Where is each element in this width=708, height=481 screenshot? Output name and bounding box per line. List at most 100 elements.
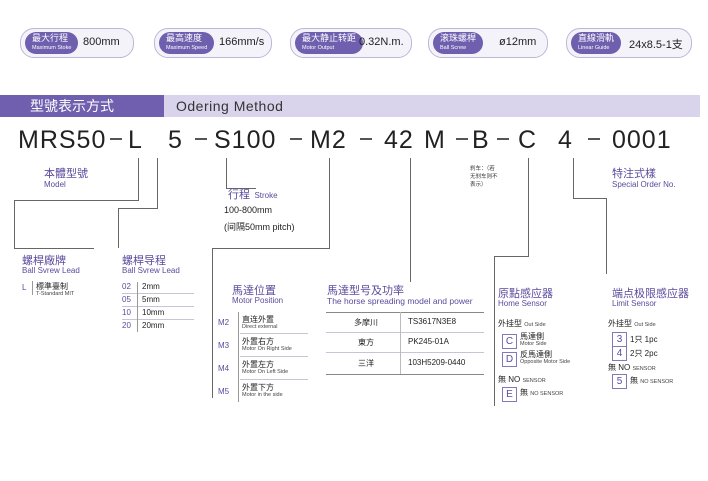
limit-title-en: Limit Sensor bbox=[612, 299, 657, 308]
home-ext: 外挂型 Out Side bbox=[498, 318, 546, 329]
limit-none-en: SENSOR bbox=[632, 366, 656, 372]
motor-model: 103H5209-0440 bbox=[408, 358, 466, 367]
limit-label: 2只 2pc bbox=[630, 349, 658, 358]
stroke-heading: 行程 Stroke bbox=[228, 185, 278, 203]
motor-model-table: 多摩川 TS3617N3E8 東方 PK245-01A 三洋 103H5209-… bbox=[326, 312, 484, 378]
model-title: 本體型號 bbox=[44, 168, 88, 180]
connector-line bbox=[410, 158, 411, 282]
row-divider bbox=[122, 293, 194, 294]
home-code: C bbox=[502, 334, 517, 349]
limit-five-en: NO SENSOR bbox=[640, 379, 674, 385]
row-divider bbox=[240, 356, 308, 357]
limit-five-cn: 無 bbox=[630, 376, 638, 385]
motor-pos-title-en: Motor Position bbox=[232, 296, 284, 305]
pos-label-en: Direct external bbox=[242, 324, 278, 330]
motor-pos-table: M2 直连外置 Direct external M3 外置右方 Motor On… bbox=[218, 312, 310, 408]
home-none-en: SENSOR bbox=[522, 378, 546, 384]
connector-line bbox=[157, 158, 158, 208]
connector-line bbox=[329, 158, 330, 248]
stroke-note: (间隔50mm pitch) bbox=[224, 222, 295, 232]
code-dash bbox=[360, 138, 372, 140]
spec-value: 166mm/s bbox=[219, 36, 265, 48]
spec-label-en: Maximum Speed bbox=[166, 45, 208, 51]
brake-note-line: 无刹车则不 bbox=[470, 174, 498, 180]
code-home: C bbox=[518, 126, 538, 154]
home-e-label: 無 NO SENSOR bbox=[520, 387, 563, 398]
stroke-range: 100-800mm bbox=[224, 205, 273, 215]
brake-note: 刹车：（若 无刹车则不 表示） bbox=[470, 165, 498, 189]
lead-code: 05 bbox=[122, 295, 131, 304]
home-code: E bbox=[502, 387, 517, 402]
spec-label-en: Motor Output bbox=[302, 45, 335, 51]
code-dash bbox=[588, 138, 600, 140]
code-motor: 42 bbox=[384, 126, 414, 154]
spec-value: ø12mm bbox=[499, 36, 537, 48]
spec-label: 最大行程 bbox=[32, 33, 69, 43]
spec-label-en: Ball Screw bbox=[440, 45, 466, 51]
limit-code: 3 bbox=[612, 332, 627, 347]
spec-label: 滚珠螺桿 bbox=[440, 33, 477, 43]
special-title-en: Special Order No. bbox=[612, 180, 676, 189]
home-ext-cn: 外挂型 bbox=[498, 319, 522, 328]
code-brake: B bbox=[472, 126, 490, 154]
spec-ball-screw: 滚珠螺桿 Ball Screw ø12mm bbox=[428, 28, 548, 58]
code-lead: 5 bbox=[168, 126, 183, 154]
home-title: 原點感应器 bbox=[498, 288, 553, 300]
code-dash bbox=[195, 138, 207, 140]
row-divider bbox=[122, 319, 194, 320]
motor-pos-title: 馬達位置 bbox=[232, 285, 276, 297]
code-motor-pos: M2 bbox=[310, 126, 347, 154]
divider bbox=[32, 281, 33, 295]
home-e-en: NO SENSOR bbox=[530, 391, 564, 397]
screw-brand-label: 標準臺制 bbox=[36, 282, 68, 291]
motor-brand: 多摩川 bbox=[354, 318, 378, 327]
code-dash bbox=[290, 138, 302, 140]
connector-line bbox=[226, 158, 227, 188]
limit-code: 4 bbox=[612, 346, 627, 361]
section-title-en: Odering Method bbox=[176, 98, 284, 114]
divider bbox=[137, 282, 138, 332]
limit-table: 外挂型 Out Side 3 1只 1pc 4 2只 2pc 無 NO SENS… bbox=[606, 316, 700, 396]
brake-note-line: 刹车：（若 bbox=[470, 166, 495, 172]
pos-label: 外置右方 bbox=[242, 337, 274, 346]
lead-value: 10mm bbox=[142, 308, 165, 317]
connector-line bbox=[573, 158, 574, 198]
limit-code: 5 bbox=[612, 374, 627, 389]
section-header: 型號表示方式 Odering Method bbox=[0, 95, 700, 117]
stroke-title: 行程 bbox=[228, 189, 250, 201]
home-e-cn: 無 bbox=[520, 388, 528, 397]
limit-label: 1只 1pc bbox=[630, 335, 658, 344]
connector-line bbox=[14, 200, 139, 201]
limit-five-label: 無 NO SENSOR bbox=[630, 375, 673, 386]
limit-none: 無 NO SENSOR bbox=[608, 362, 656, 373]
pos-label-en: Motor On Right Side bbox=[242, 346, 292, 352]
motor-brand: 三洋 bbox=[358, 359, 374, 368]
spec-label-en: Maximum Stoke bbox=[32, 45, 72, 51]
pos-code: M4 bbox=[218, 364, 230, 373]
pos-label-en: Motor in the side bbox=[242, 392, 283, 398]
row-divider bbox=[122, 306, 194, 307]
pos-code: M3 bbox=[218, 341, 230, 350]
connector-line bbox=[606, 198, 607, 274]
home-table: 外挂型 Out Side C 馬達側 Motor Side D 反馬達側 Opp… bbox=[496, 316, 582, 406]
pos-code: M5 bbox=[218, 387, 230, 396]
motor-brand: 東方 bbox=[358, 338, 374, 347]
limit-ext-cn: 外挂型 bbox=[608, 319, 632, 328]
connector-line bbox=[14, 248, 94, 249]
spec-value: 0.32N.m. bbox=[359, 36, 404, 48]
screw-lead-title-en: Ball Svrew Lead bbox=[122, 266, 180, 275]
section-title-cn: 型號表示方式 bbox=[0, 95, 164, 117]
code-dash bbox=[456, 138, 468, 140]
special-title: 特注式樣 bbox=[612, 168, 656, 180]
screw-brand-title-en: Ball Svrew Lead bbox=[22, 266, 80, 275]
pos-code: M2 bbox=[218, 318, 230, 327]
limit-ext: 外挂型 Out Side bbox=[608, 318, 656, 329]
code-dash bbox=[110, 138, 122, 140]
motor-model-title: 馬達型号及功率 bbox=[327, 285, 404, 297]
row-divider bbox=[326, 352, 484, 353]
connector-line bbox=[494, 256, 495, 406]
brake-note-line: 表示） bbox=[470, 182, 487, 188]
